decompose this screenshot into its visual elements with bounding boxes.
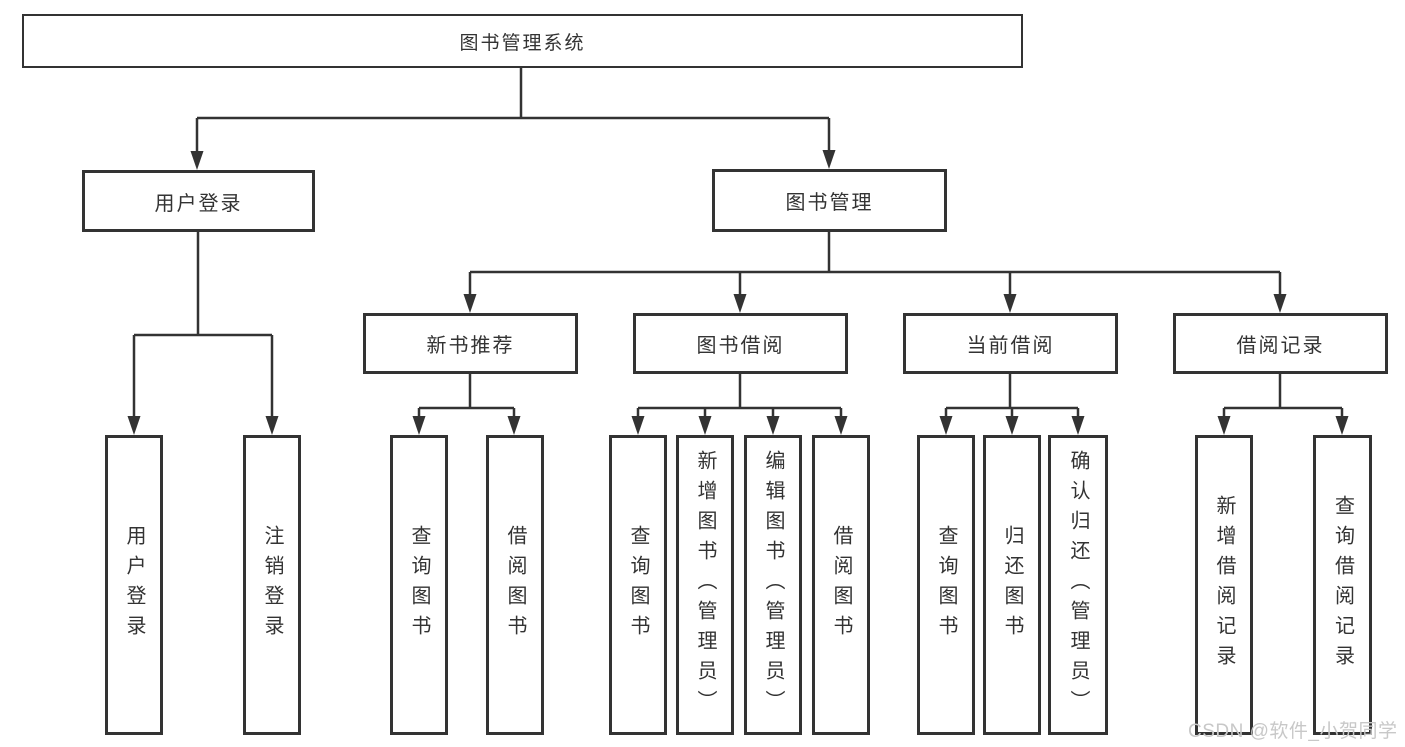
- node-cb-return-book: 归还图书: [983, 435, 1041, 735]
- node-book-management-branch: 图书管理: [712, 169, 947, 232]
- node-library-system: 图书管理系统: [22, 14, 1023, 68]
- arrow-down-icon: [1005, 416, 1019, 435]
- arrow-down-icon: [1273, 294, 1287, 313]
- arrow-down-icon: [463, 294, 477, 313]
- arrow-down-icon: [834, 416, 848, 435]
- arrow-down-icon: [1217, 416, 1231, 435]
- connector-borrowrecord-to-leaves: [1222, 374, 1344, 430]
- connector-userlogin-to-leaves: [132, 232, 274, 430]
- node-bb-borrow-book: 借阅图书: [812, 435, 870, 735]
- watermark-text: CSDN @软件_小贺同学: [1188, 721, 1398, 742]
- node-bb-query-book: 查询图书: [609, 435, 667, 735]
- node-logout: 注销登录: [243, 435, 301, 735]
- arrow-down-icon: [939, 416, 953, 435]
- connector-newbook-to-leaves: [417, 374, 516, 430]
- arrow-down-icon: [190, 151, 204, 170]
- node-br-query-record: 查询借阅记录: [1313, 435, 1372, 735]
- node-bb-edit-book-admin: 编辑图书（管理员）: [744, 435, 802, 735]
- arrow-down-icon: [1003, 294, 1017, 313]
- node-user-login: 用户登录: [105, 435, 163, 735]
- arrow-down-icon: [127, 416, 141, 435]
- arrow-down-icon: [507, 416, 521, 435]
- node-borrowing-records: 借阅记录: [1173, 313, 1388, 374]
- connector-root-to-level2: [195, 68, 831, 165]
- node-nbr-borrow-book: 借阅图书: [486, 435, 544, 735]
- node-br-add-record: 新增借阅记录: [1195, 435, 1253, 735]
- arrow-down-icon: [766, 416, 780, 435]
- arrow-down-icon: [412, 416, 426, 435]
- arrow-down-icon: [733, 294, 747, 313]
- node-book-borrowing: 图书借阅: [633, 313, 848, 374]
- arrow-down-icon: [822, 150, 836, 169]
- connector-bookmgmt-to-level3: [468, 232, 1282, 308]
- node-bb-add-book-admin: 新增图书（管理员）: [676, 435, 734, 735]
- node-current-borrowing: 当前借阅: [903, 313, 1118, 374]
- node-cb-confirm-return-admin: 确认归还（管理员）: [1048, 435, 1108, 735]
- arrow-down-icon: [1335, 416, 1349, 435]
- arrow-down-icon: [1071, 416, 1085, 435]
- connector-bookborrow-to-leaves: [636, 374, 843, 430]
- arrow-down-icon: [698, 416, 712, 435]
- arrow-down-icon: [631, 416, 645, 435]
- node-user-login-branch: 用户登录: [82, 170, 315, 232]
- arrow-down-icon: [265, 416, 279, 435]
- node-new-book-recommend: 新书推荐: [363, 313, 578, 374]
- node-cb-query-book: 查询图书: [917, 435, 975, 735]
- node-nbr-query-book: 查询图书: [390, 435, 448, 735]
